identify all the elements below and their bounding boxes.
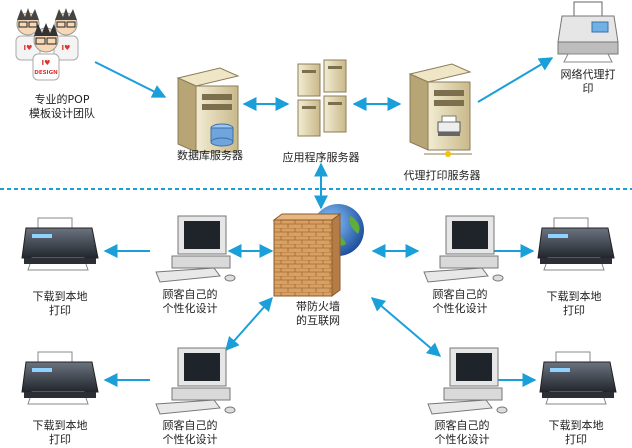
network-print-label-line1: 网络代理打 xyxy=(560,68,616,81)
database-server-icon xyxy=(176,67,240,153)
local-print-label-line2: 打印 xyxy=(49,433,71,446)
local-print-label: 下载到本地 打印 xyxy=(540,419,612,447)
internet-label-line1: 带防火墙 xyxy=(296,300,340,313)
arrow-internet-pc4 xyxy=(370,297,442,357)
design-team-label-line2: 模板设计团队 xyxy=(29,107,95,120)
customer-pc-icon xyxy=(155,215,236,283)
local-print-label: 下载到本地 打印 xyxy=(24,419,96,447)
customer-pc-label: 顾客自己的 个性化设计 xyxy=(150,419,230,447)
proxy-print-server-label: 代理打印服务器 xyxy=(403,169,481,182)
local-print-label-line2: 打印 xyxy=(563,304,585,317)
local-print-label: 下载到本地 打印 xyxy=(24,290,96,318)
local-printer-icon xyxy=(21,351,99,405)
arrow-team-to-db xyxy=(94,61,167,98)
database-server-label: 数据库服务器 xyxy=(177,149,243,162)
local-print-label-line1: 下载到本地 xyxy=(546,290,602,303)
customer-pc-label-line1: 顾客自己的 xyxy=(162,288,218,301)
svg-text:I♥: I♥ xyxy=(62,44,71,52)
local-print-label-line1: 下载到本地 xyxy=(548,419,604,432)
app-server-cluster-icon xyxy=(297,59,347,137)
design-team-label-line1: 专业的POP xyxy=(34,93,90,106)
customer-pc-icon xyxy=(423,215,504,283)
customer-pc-icon xyxy=(155,347,236,415)
arrow-internet-pc3 xyxy=(225,296,273,352)
internet-label-line2: 的互联网 xyxy=(296,314,340,327)
svg-text:DESIGN: DESIGN xyxy=(34,70,58,76)
customer-pc-label-line1: 顾客自己的 xyxy=(162,419,218,432)
arrow-proxy-to-printer xyxy=(477,57,554,103)
local-printer-icon xyxy=(21,217,99,271)
customer-pc-icon xyxy=(427,347,508,415)
connections xyxy=(94,57,554,387)
customer-pc-label: 顾客自己的 个性化设计 xyxy=(150,288,230,316)
local-print-label: 下载到本地 打印 xyxy=(538,290,610,318)
customer-pc-label-line2: 个性化设计 xyxy=(434,433,490,446)
customer-pc-label-line2: 个性化设计 xyxy=(162,302,218,315)
network-print-label-line2: 印 xyxy=(582,82,594,95)
print-server-icon xyxy=(408,63,472,157)
customer-pc-label: 顾客自己的 个性化设计 xyxy=(422,419,502,447)
svg-text:I♥: I♥ xyxy=(24,44,33,52)
design-team-icon: I♥ I♥ I♥ DESIGN xyxy=(15,8,79,81)
app-server-label: 应用程序服务器 xyxy=(282,151,360,164)
local-print-label-line1: 下载到本地 xyxy=(32,419,88,432)
local-print-label-line2: 打印 xyxy=(565,433,587,446)
design-team-label: 专业的POP 模板设计团队 xyxy=(14,93,110,121)
customer-pc-label: 顾客自己的 个性化设计 xyxy=(420,288,500,316)
customer-pc-label-line2: 个性化设计 xyxy=(432,302,488,315)
network-print-label: 网络代理打 印 xyxy=(546,68,630,96)
local-print-label-line1: 下载到本地 xyxy=(32,290,88,303)
internet-label: 带防火墙 的互联网 xyxy=(276,300,360,328)
firewall-globe-icon xyxy=(272,204,364,297)
network-printer-icon xyxy=(557,1,619,63)
local-printer-icon xyxy=(537,217,615,271)
customer-pc-label-line1: 顾客自己的 xyxy=(434,419,490,432)
local-printer-icon xyxy=(539,351,617,405)
svg-text:I♥: I♥ xyxy=(42,59,51,67)
customer-pc-label-line2: 个性化设计 xyxy=(162,433,218,446)
customer-pc-label-line1: 顾客自己的 xyxy=(432,288,488,301)
local-print-label-line2: 打印 xyxy=(49,304,71,317)
